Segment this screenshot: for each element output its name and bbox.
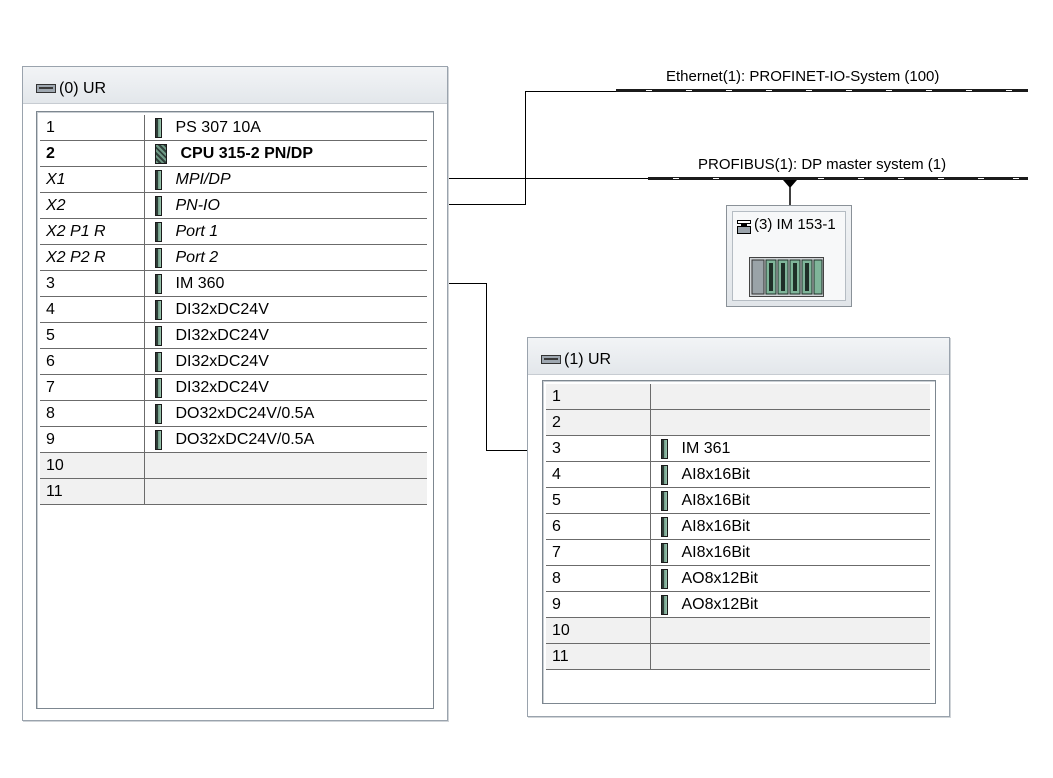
- profibus-bus-line[interactable]: [648, 177, 1028, 180]
- im-link-wire-h2: [486, 450, 529, 451]
- profibus-connection-wire: [446, 178, 648, 179]
- module-icon: [660, 542, 668, 563]
- ethernet-connection-wire-h2: [525, 91, 616, 92]
- module-icon: [660, 464, 668, 485]
- module-icon: [660, 568, 668, 589]
- module-icon: [154, 221, 162, 242]
- module-icon: [154, 299, 162, 320]
- io-device-icon: [737, 220, 751, 234]
- ethernet-connection-wire-v: [525, 91, 526, 205]
- module-icon: [154, 377, 162, 398]
- ethernet-connection-wire-h1: [446, 204, 526, 205]
- module-icon: [154, 325, 162, 346]
- ethernet-network-label: Ethernet(1): PROFINET-IO-System (100): [666, 68, 940, 85]
- profibus-network-label: PROFIBUS(1): DP master system (1): [698, 156, 947, 173]
- table-row[interactable]: 2: [546, 409, 930, 436]
- module-icon: [660, 516, 668, 537]
- module-icon: [154, 247, 162, 268]
- module-icon: [154, 351, 162, 372]
- im-link-wire-h1: [446, 283, 487, 284]
- dp-node-connector-icon: [783, 180, 797, 206]
- table-row[interactable]: 10: [40, 452, 427, 479]
- module-icon: [154, 117, 162, 138]
- module-icon: [660, 438, 668, 459]
- table-row[interactable]: 10: [546, 617, 930, 644]
- im153-station[interactable]: (3) IM 153-1: [726, 205, 852, 307]
- rack-1-title: (1) UR: [564, 351, 612, 368]
- im153-station-label: (3) IM 153-1: [754, 216, 836, 233]
- rack-0-title: (0) UR: [59, 80, 107, 97]
- module-icon: [154, 273, 162, 294]
- module-icon: [154, 429, 162, 450]
- table-row[interactable]: 1: [546, 384, 930, 410]
- table-row[interactable]: 11: [546, 643, 930, 670]
- module-icon: [154, 169, 162, 190]
- module-icon: [154, 403, 162, 424]
- ethernet-bus-line[interactable]: [616, 89, 1028, 92]
- rack-icon: [541, 355, 561, 364]
- plc-module-rack-icon: [749, 257, 824, 297]
- rack-1-titlebar[interactable]: (1) UR: [528, 338, 949, 375]
- rack-0-titlebar[interactable]: (0) UR: [23, 67, 447, 104]
- module-icon: [154, 195, 162, 216]
- module-icon: [660, 490, 668, 511]
- module-icon: [660, 594, 668, 615]
- cpu-module-icon: [154, 143, 167, 164]
- im-link-wire-v: [486, 283, 487, 451]
- rack-icon: [36, 84, 56, 93]
- table-row[interactable]: 11: [40, 478, 427, 505]
